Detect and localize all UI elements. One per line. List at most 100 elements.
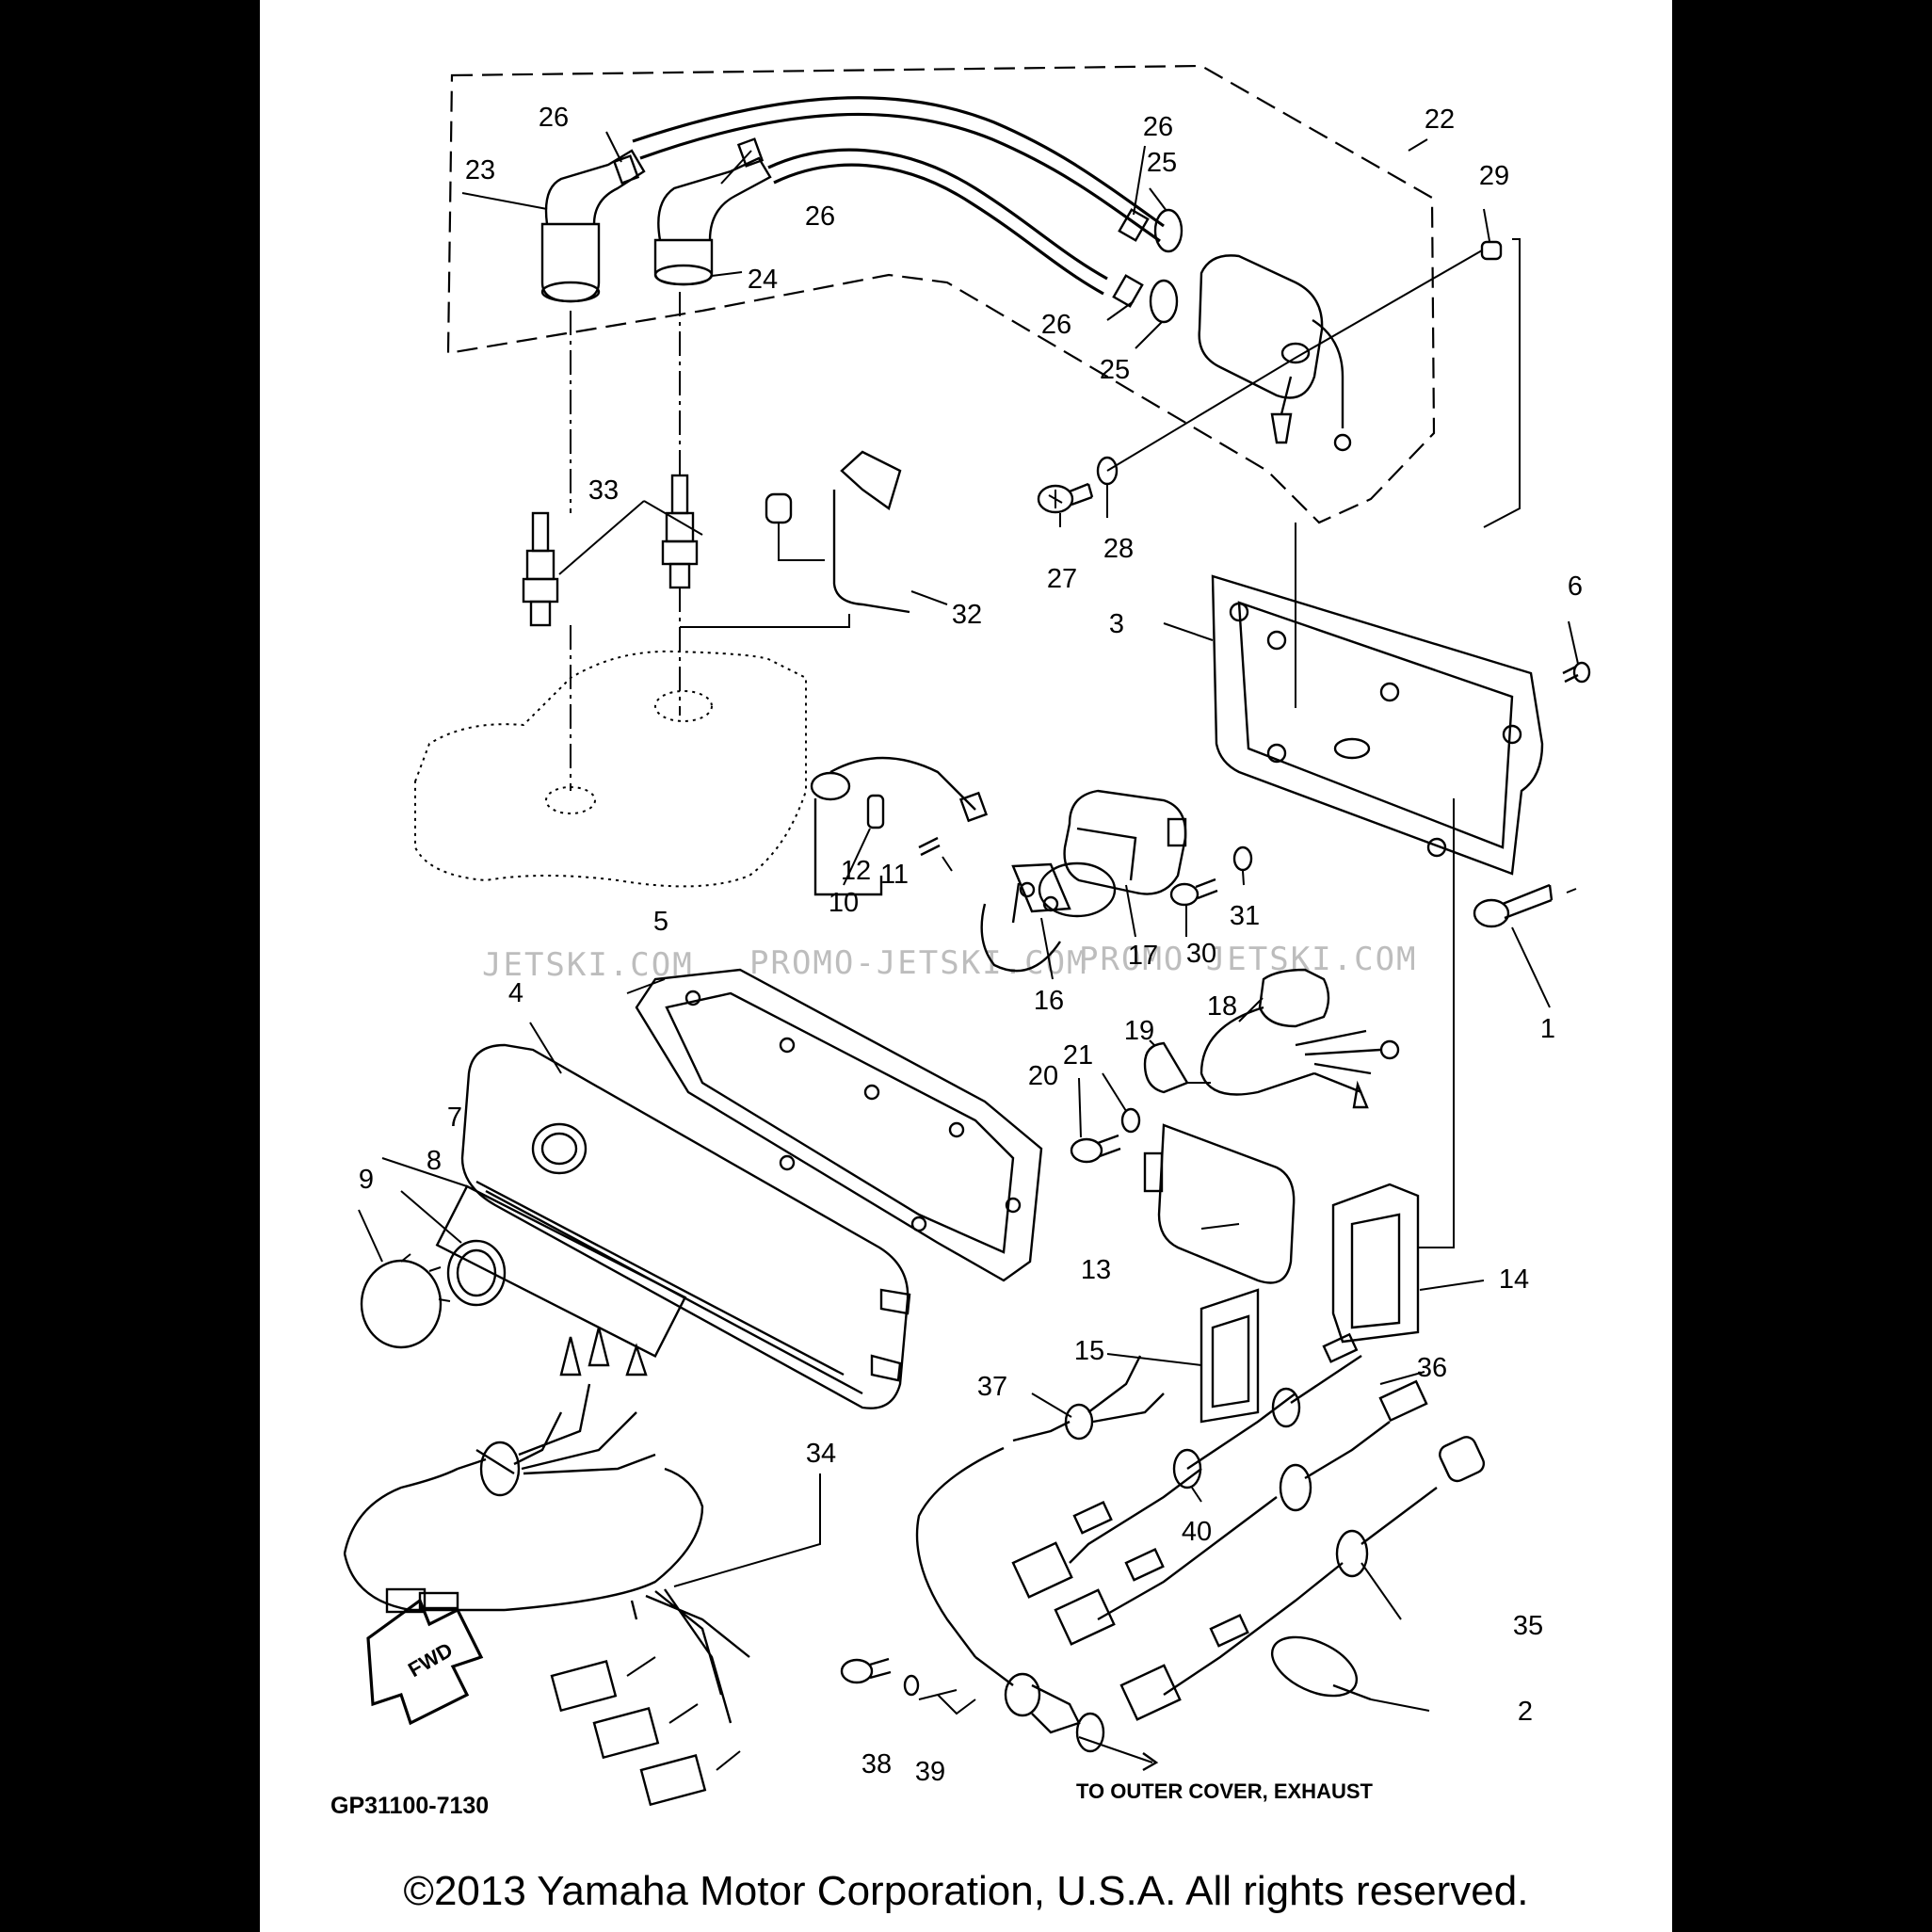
lead-clamp-top-left [612, 154, 640, 185]
switch-cable-36 [1054, 1379, 1428, 1646]
lead-bracket-32 [680, 450, 910, 628]
bolt-20 [1070, 1134, 1121, 1164]
callout-15: 15 [1074, 1336, 1104, 1366]
ring-8 [446, 1239, 507, 1307]
callout-40: 40 [1182, 1517, 1212, 1547]
lead-clamp-right-upper [1118, 208, 1150, 242]
collar-29 [1480, 240, 1503, 261]
exploded-parts-diagram: JETSKI.COM PROMO-JETSKI.COM PROMO-JETSKI… [330, 64, 1591, 1819]
washer-28 [1096, 456, 1119, 486]
switch-cable-40 [1011, 1332, 1362, 1599]
fuse-holder-10 [810, 756, 989, 896]
electrical-box-3 [1211, 574, 1544, 876]
cap-9 [360, 1253, 451, 1349]
callout-6: 6 [1568, 572, 1583, 602]
leader-33 [558, 500, 703, 575]
callout-23: 23 [465, 155, 495, 185]
callout-18: 18 [1207, 991, 1237, 1022]
switch-cable-35 [1119, 1436, 1486, 1721]
rectifier-regulator-18 [1199, 968, 1400, 1109]
callout-39: 39 [915, 1757, 945, 1787]
callout-22: 22 [1425, 105, 1455, 135]
leader-lines [358, 131, 1579, 1715]
callout-24: 24 [748, 265, 778, 295]
exhaust-note: TO OUTER COVER, EXHAUST [1076, 1779, 1374, 1803]
callout-21: 21 [1063, 1040, 1093, 1071]
plug-lead-long-2 [639, 112, 1161, 243]
spark-plug-left [522, 511, 559, 627]
starter-relay-16 [980, 861, 1117, 973]
holder-15 [1199, 1288, 1260, 1424]
washer-39 [903, 1674, 920, 1697]
cover-4 [435, 1043, 911, 1409]
callout-26-right-lower: 26 [1041, 310, 1071, 340]
callout-2: 2 [1518, 1697, 1533, 1727]
grommet-25-upper [1153, 208, 1183, 253]
screw-6 [1562, 661, 1591, 684]
cdi-unit-13 [1143, 1123, 1296, 1284]
cylinder-head-reference [414, 650, 807, 888]
callout-3: 3 [1109, 609, 1124, 639]
bolt-axis-27 [1106, 250, 1483, 472]
coil-bracket-line [1483, 238, 1521, 528]
callout-10: 10 [829, 888, 859, 918]
relay-17 [1063, 789, 1187, 895]
callout-33: 33 [588, 475, 619, 506]
clamp-19 [1143, 1041, 1211, 1094]
callout-16: 16 [1034, 986, 1064, 1016]
callout-8: 8 [427, 1146, 442, 1176]
callout-4: 4 [508, 978, 523, 1008]
bolt-38 [840, 1657, 892, 1684]
ignition-coil [1198, 254, 1352, 452]
callout-36: 36 [1417, 1353, 1447, 1383]
screw-30 [1169, 877, 1218, 907]
callout-7: 7 [447, 1103, 462, 1133]
watermark-promo-2: PROMO-JETSKI.COM [1079, 941, 1418, 978]
lead-clamp-top-mid [736, 137, 765, 168]
watermark-jetski: JETSKI.COM [482, 946, 694, 984]
ignition-coil-assembly-outline [446, 64, 1436, 524]
callout-35: 35 [1513, 1611, 1543, 1641]
wire-harness-34 [343, 1327, 750, 1807]
band-2 [1270, 1635, 1372, 1701]
plug-lead-short [767, 148, 1108, 281]
callout-20: 20 [1028, 1061, 1058, 1091]
callout-13: 13 [1081, 1255, 1111, 1285]
fuse-11 [918, 836, 941, 857]
forward-arrow [366, 1598, 484, 1726]
callout-26-top-left: 26 [539, 103, 569, 133]
callout-25-upper: 25 [1147, 148, 1177, 178]
copyright-notice: ©2013 Yamaha Motor Corporation, U.S.A. A… [403, 1868, 1529, 1914]
head-port-left [545, 786, 596, 814]
ring-8-inner [456, 1248, 497, 1297]
bolt-1 [1473, 883, 1577, 928]
callout-25-lower: 25 [1100, 355, 1130, 385]
callout-31: 31 [1230, 901, 1260, 931]
washer-21 [1120, 1107, 1141, 1134]
callout-26-top-mid: 26 [805, 201, 835, 232]
callout-28: 28 [1103, 534, 1134, 564]
callout-5: 5 [653, 907, 668, 937]
callout-29: 29 [1479, 161, 1509, 191]
bracket-14 [1331, 798, 1455, 1344]
callout-37: 37 [977, 1372, 1007, 1402]
cable-37 [915, 1355, 1165, 1772]
callout-34: 34 [806, 1439, 836, 1469]
gasket-5 [635, 968, 1043, 1282]
head-port-right [654, 690, 713, 722]
grommet-25-lower [1149, 279, 1179, 324]
callout-12: 12 [841, 856, 871, 886]
watermark-promo-1: PROMO-JETSKI.COM [749, 944, 1088, 982]
spark-plug-right [661, 474, 699, 589]
callout-27: 27 [1047, 564, 1077, 594]
diagram-sheet: JETSKI.COM PROMO-JETSKI.COM PROMO-JETSKI… [260, 0, 1672, 1932]
callout-9: 9 [359, 1165, 374, 1195]
fwd-label: FWD [404, 1637, 457, 1682]
callout-32: 32 [952, 600, 982, 630]
washer-31 [1232, 845, 1253, 872]
drawing-code: GP31100-7130 [330, 1793, 489, 1819]
callout-17: 17 [1128, 941, 1158, 971]
plug-lead-short-2 [773, 163, 1104, 296]
plug-lead-long [632, 96, 1165, 228]
callout-30: 30 [1186, 939, 1216, 969]
